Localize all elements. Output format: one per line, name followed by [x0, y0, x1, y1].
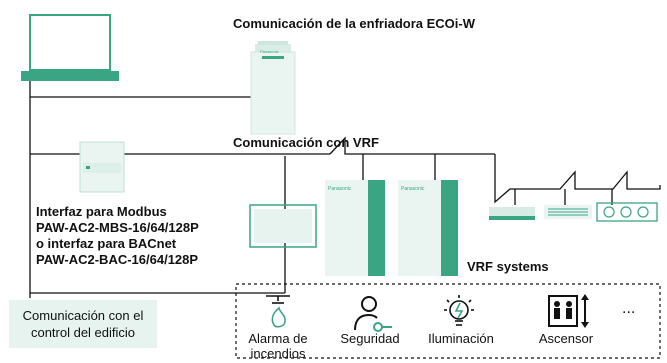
connection-lines — [29, 81, 661, 298]
building-control-line-1: Comunicación con el — [22, 308, 144, 323]
device-lighting-label: Iluminación — [428, 331, 494, 346]
interface-description: Interfaz para Modbus PAW-AC2-MBS-16/64/1… — [36, 204, 199, 268]
chiller-unit — [250, 41, 296, 135]
vrf-outdoor-unit-2 — [398, 180, 458, 276]
vrf-systems-label: VRF systems — [467, 259, 549, 274]
device-fire-alarm: Alarma de incendios — [238, 331, 318, 361]
chiller-comm-label: Comunicación de la enfriadora ECOi-W — [233, 16, 475, 31]
indoor-unit-panel — [249, 204, 317, 248]
device-security-label: Seguridad — [340, 331, 400, 346]
interface-line-4: PAW-AC2-BAC-16/64/128P — [36, 252, 199, 267]
vrf-unit-1-brand-label: Panasonic — [328, 186, 352, 192]
cassette-unit — [544, 205, 592, 219]
device-fire-alarm-label-2: incendios — [250, 346, 306, 361]
building-control-line-2: control del edificio — [30, 325, 136, 340]
device-security: Seguridad — [330, 331, 410, 346]
laptop-icon — [21, 14, 119, 81]
interface-line-1: Interfaz para Modbus — [36, 204, 167, 219]
fire-alarm-icon — [266, 295, 290, 328]
device-elevator-label: Ascensor — [538, 331, 594, 346]
interface-line-3: o interfaz para BACnet — [36, 236, 177, 251]
building-devices-box — [235, 283, 661, 359]
ceiling-unit — [489, 207, 535, 220]
more-devices-ellipsis: ... — [622, 300, 636, 317]
security-icon — [354, 296, 392, 332]
chiller-brand-label: Panasonic — [260, 49, 279, 54]
controller-unit — [596, 202, 658, 222]
lighting-icon — [444, 295, 474, 326]
building-control-box: Comunicación con el control del edificio — [9, 300, 157, 348]
interface-module — [79, 141, 125, 193]
device-fire-alarm-label: Alarma de — [248, 331, 308, 346]
interface-line-2: PAW-AC2-MBS-16/64/128P — [36, 220, 199, 235]
vrf-unit-2-brand-label: Panasonic — [401, 186, 425, 192]
device-elevator: Ascensor — [526, 331, 606, 346]
vrf-comm-label: Comunicación con VRF — [233, 135, 379, 150]
vrf-outdoor-unit-1 — [325, 180, 385, 276]
elevator-icon — [548, 294, 589, 328]
device-lighting: Iluminación — [421, 331, 501, 346]
